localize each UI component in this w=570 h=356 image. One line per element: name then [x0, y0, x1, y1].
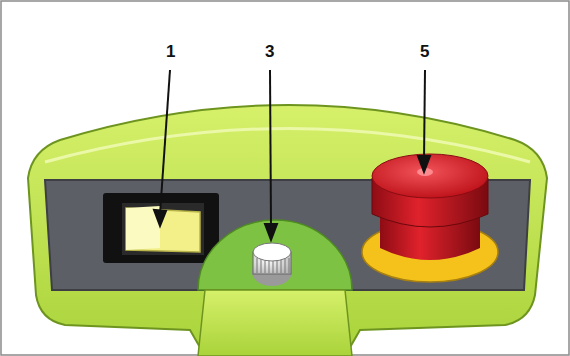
knob-top [253, 243, 291, 261]
switch-recess [122, 203, 204, 255]
handle-housing [28, 105, 547, 356]
callout-number: 1 [164, 43, 177, 61]
callout-number: 3 [263, 43, 276, 61]
tiller-arm [198, 290, 352, 356]
callout-number: 5 [418, 43, 431, 61]
leader-lines [154, 70, 430, 240]
knob-scale [198, 220, 352, 290]
emergency-stop-button [372, 154, 488, 198]
